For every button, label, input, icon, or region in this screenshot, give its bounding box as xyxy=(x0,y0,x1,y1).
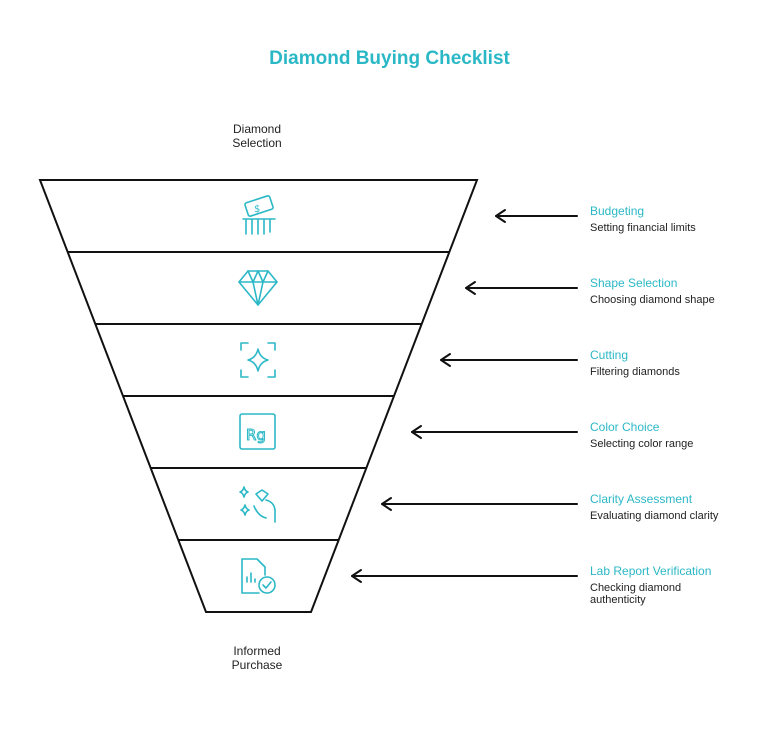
sparkle-frame-icon xyxy=(240,342,276,378)
step-title: Clarity Assessment xyxy=(590,492,693,506)
step-title: Cutting xyxy=(590,348,629,362)
step-description: Filtering diamonds xyxy=(590,366,680,378)
funnel-top-label-line2: Selection xyxy=(232,136,282,150)
svg-text:$: $ xyxy=(254,204,260,215)
arrow-budgeting xyxy=(495,209,578,223)
step-budgeting: Budgeting Setting financial limits xyxy=(590,204,775,234)
step-title: Shape Selection xyxy=(590,276,678,290)
funnel-bottom-label-line1: Informed xyxy=(233,644,281,658)
step-lab-report-verification: Lab Report Verification Checking diamond… xyxy=(590,564,720,606)
diamond-icon xyxy=(238,270,278,306)
funnel-outline xyxy=(38,179,479,613)
step-title: Lab Report Verification xyxy=(590,564,712,578)
step-description: Selecting color range xyxy=(590,438,694,450)
diagram-title: Diamond Buying Checklist xyxy=(269,48,510,69)
funnel-shape xyxy=(38,179,479,613)
arrow-clarity-assessment xyxy=(381,497,578,511)
arrow-cutting xyxy=(440,353,578,367)
step-description: Setting financial limits xyxy=(590,222,696,234)
hand-diamond-icon xyxy=(239,486,276,523)
report-check-icon xyxy=(241,558,276,594)
step-description: Evaluating diamond clarity xyxy=(590,510,719,522)
money-hand-icon: $ xyxy=(242,195,276,235)
arrow-color-choice xyxy=(411,425,578,439)
arrow-shape-selection xyxy=(465,281,578,295)
svg-text:Rg: Rg xyxy=(246,426,266,444)
step-description: Checking diamond authenticity xyxy=(590,582,682,606)
arrow-lab-report xyxy=(351,569,578,583)
funnel-bottom-label-line2: Purchase xyxy=(231,658,283,672)
step-description: Choosing diamond shape xyxy=(590,294,715,306)
funnel-top-label-line1: Diamond xyxy=(232,122,282,136)
step-title: Color Choice xyxy=(590,420,660,434)
step-clarity-assessment: Clarity Assessment Evaluating diamond cl… xyxy=(590,492,775,522)
funnel-bottom-label: Informed Purchase xyxy=(197,644,317,672)
step-cutting: Cutting Filtering diamonds xyxy=(590,348,775,378)
color-grade-icon: Rg xyxy=(239,413,276,450)
step-shape-selection: Shape Selection Choosing diamond shape xyxy=(590,276,775,306)
step-title: Budgeting xyxy=(590,204,645,218)
step-color-choice: Color Choice Selecting color range xyxy=(590,420,775,450)
funnel-top-label: Diamond Selection xyxy=(197,122,317,150)
